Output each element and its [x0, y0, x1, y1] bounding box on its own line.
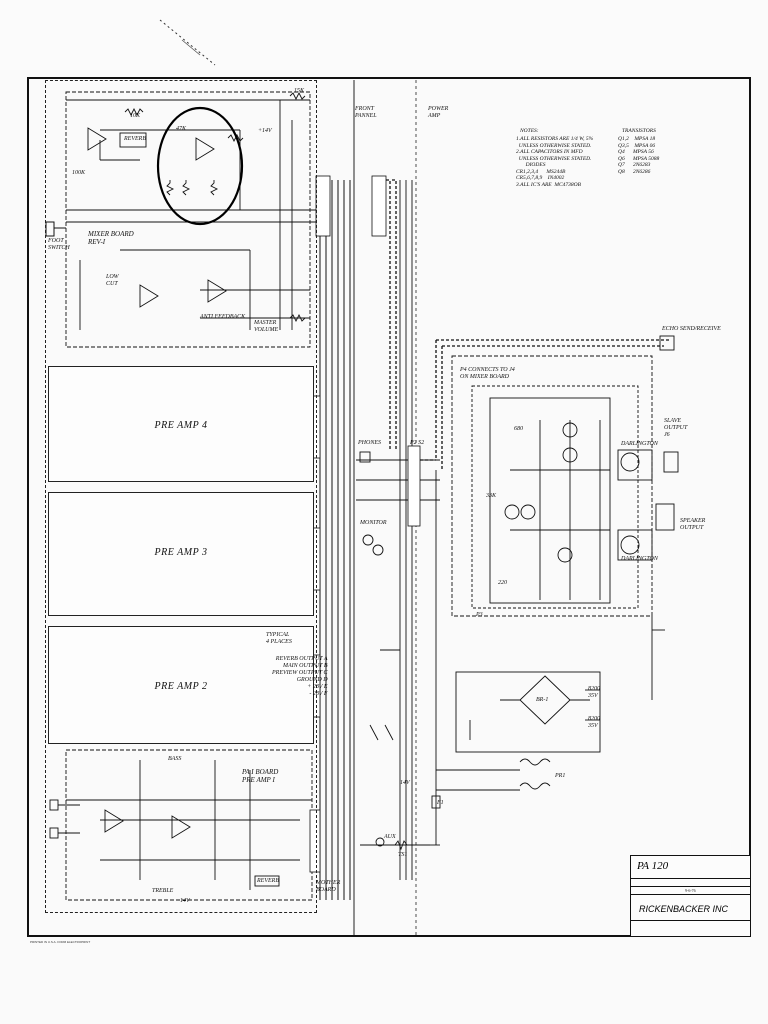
bass-label: BASS: [168, 756, 182, 762]
treble-label: TREBLE: [152, 888, 174, 894]
slave-output-label: SLAVE OUTPUT J6: [664, 418, 688, 438]
cap-a-label: 8200 35V: [588, 686, 600, 699]
anti-feedback-label: ANTI FEEDBACK: [200, 314, 246, 320]
drawing-border: [27, 77, 751, 937]
bridge-label: BR-1: [536, 697, 549, 703]
drawing-date: 9-6-76: [685, 888, 696, 893]
scan-margin: [0, 0, 768, 70]
preamp-2-label: PRE AMP 2: [154, 681, 208, 692]
preamp-3-box: PRE AMP 3: [48, 492, 314, 616]
outputs-list: REVERB OUTPUT A MAIN OUTPUT B PREVIEW OU…: [272, 656, 328, 697]
company-name: RICKENBACKER INC: [639, 904, 729, 914]
monitor-label: MONITOR: [360, 520, 387, 526]
foot-switch-label: FOOT SWITCH: [48, 238, 70, 251]
typical-label: TYPICAL 4 PLACES: [266, 632, 292, 645]
darlington-1-label: DARLINGTON: [621, 441, 658, 447]
r220-label: 220: [498, 580, 507, 586]
r680-label: 680: [514, 426, 523, 432]
r100k-label: 100K: [72, 170, 86, 176]
p2-label: P2 S2: [410, 440, 425, 446]
notes-heading: NOTES:: [520, 128, 539, 134]
title-block: PA 120 9-6-76 RICKENBACKER INC: [630, 855, 751, 937]
transistors-body: Q1,2 MPSA 18 Q3,5 MPSA 06 Q4 MPSA 56 Q6 …: [618, 136, 660, 175]
r47k-label: 47K: [176, 126, 187, 132]
fuse-label: F1: [437, 800, 444, 806]
power-amp-label: POWER AMP: [428, 106, 449, 119]
cap-b-label: 8200 35V: [588, 716, 600, 729]
p3-label: P3: [476, 612, 483, 618]
footer-note: PRINTED IN U.S.A. FORM ELECTROPRINT: [30, 940, 91, 944]
phones-label: PHONES: [358, 440, 381, 446]
pa-board-label: PA I BOARD PRE AMP I: [242, 768, 279, 784]
mixer-board-label: MIXER BOARD REV-I: [88, 230, 134, 246]
low-cut-label: LOW CUT: [106, 274, 119, 287]
echo-label: ECHO SEND/RECEIVE: [662, 326, 721, 332]
preamp-frame: [45, 80, 317, 913]
preamp-2-box: PRE AMP 2: [48, 626, 314, 744]
p4-note: P4 CONNECTS TO J4 ON MIXER BOARD: [460, 367, 515, 380]
reverb-2-label: REVERB: [257, 878, 279, 884]
pr1-label: PR1: [555, 773, 566, 779]
r10k-label: 10K: [130, 113, 141, 119]
darlington-2-label: DARLINGTON: [621, 556, 658, 562]
transistors-heading: TRANSISTORS: [622, 128, 656, 134]
minus14-label: -14V: [178, 898, 190, 904]
aux-label: AUX: [384, 834, 396, 840]
notes-body: 1.ALL RESISTORS ARE 1/4 W, 5% UNLESS OTH…: [516, 136, 594, 188]
front-panel-label: FRONT PANNEL: [355, 106, 377, 119]
drawing-title: PA 120: [637, 860, 669, 872]
reverb-label: REVERB: [124, 136, 146, 142]
master-volume-label: MASTER VOLUME: [254, 320, 279, 333]
preamp-4-label: PRE AMP 4: [154, 420, 208, 431]
r33k-label: 33K: [486, 493, 497, 499]
v14-label: 14V: [400, 780, 410, 786]
preamp-3-label: PRE AMP 3: [154, 547, 208, 558]
preamp-4-box: PRE AMP 4: [48, 366, 314, 482]
plus14-label: +14V: [258, 128, 272, 134]
speaker-output-label: SPEAKER OUTPUT: [680, 518, 706, 531]
r15k-label: 15K: [294, 88, 305, 94]
ts1-label: TS1: [398, 852, 408, 858]
mother-board-label: MOTHER BOARD: [316, 880, 341, 893]
